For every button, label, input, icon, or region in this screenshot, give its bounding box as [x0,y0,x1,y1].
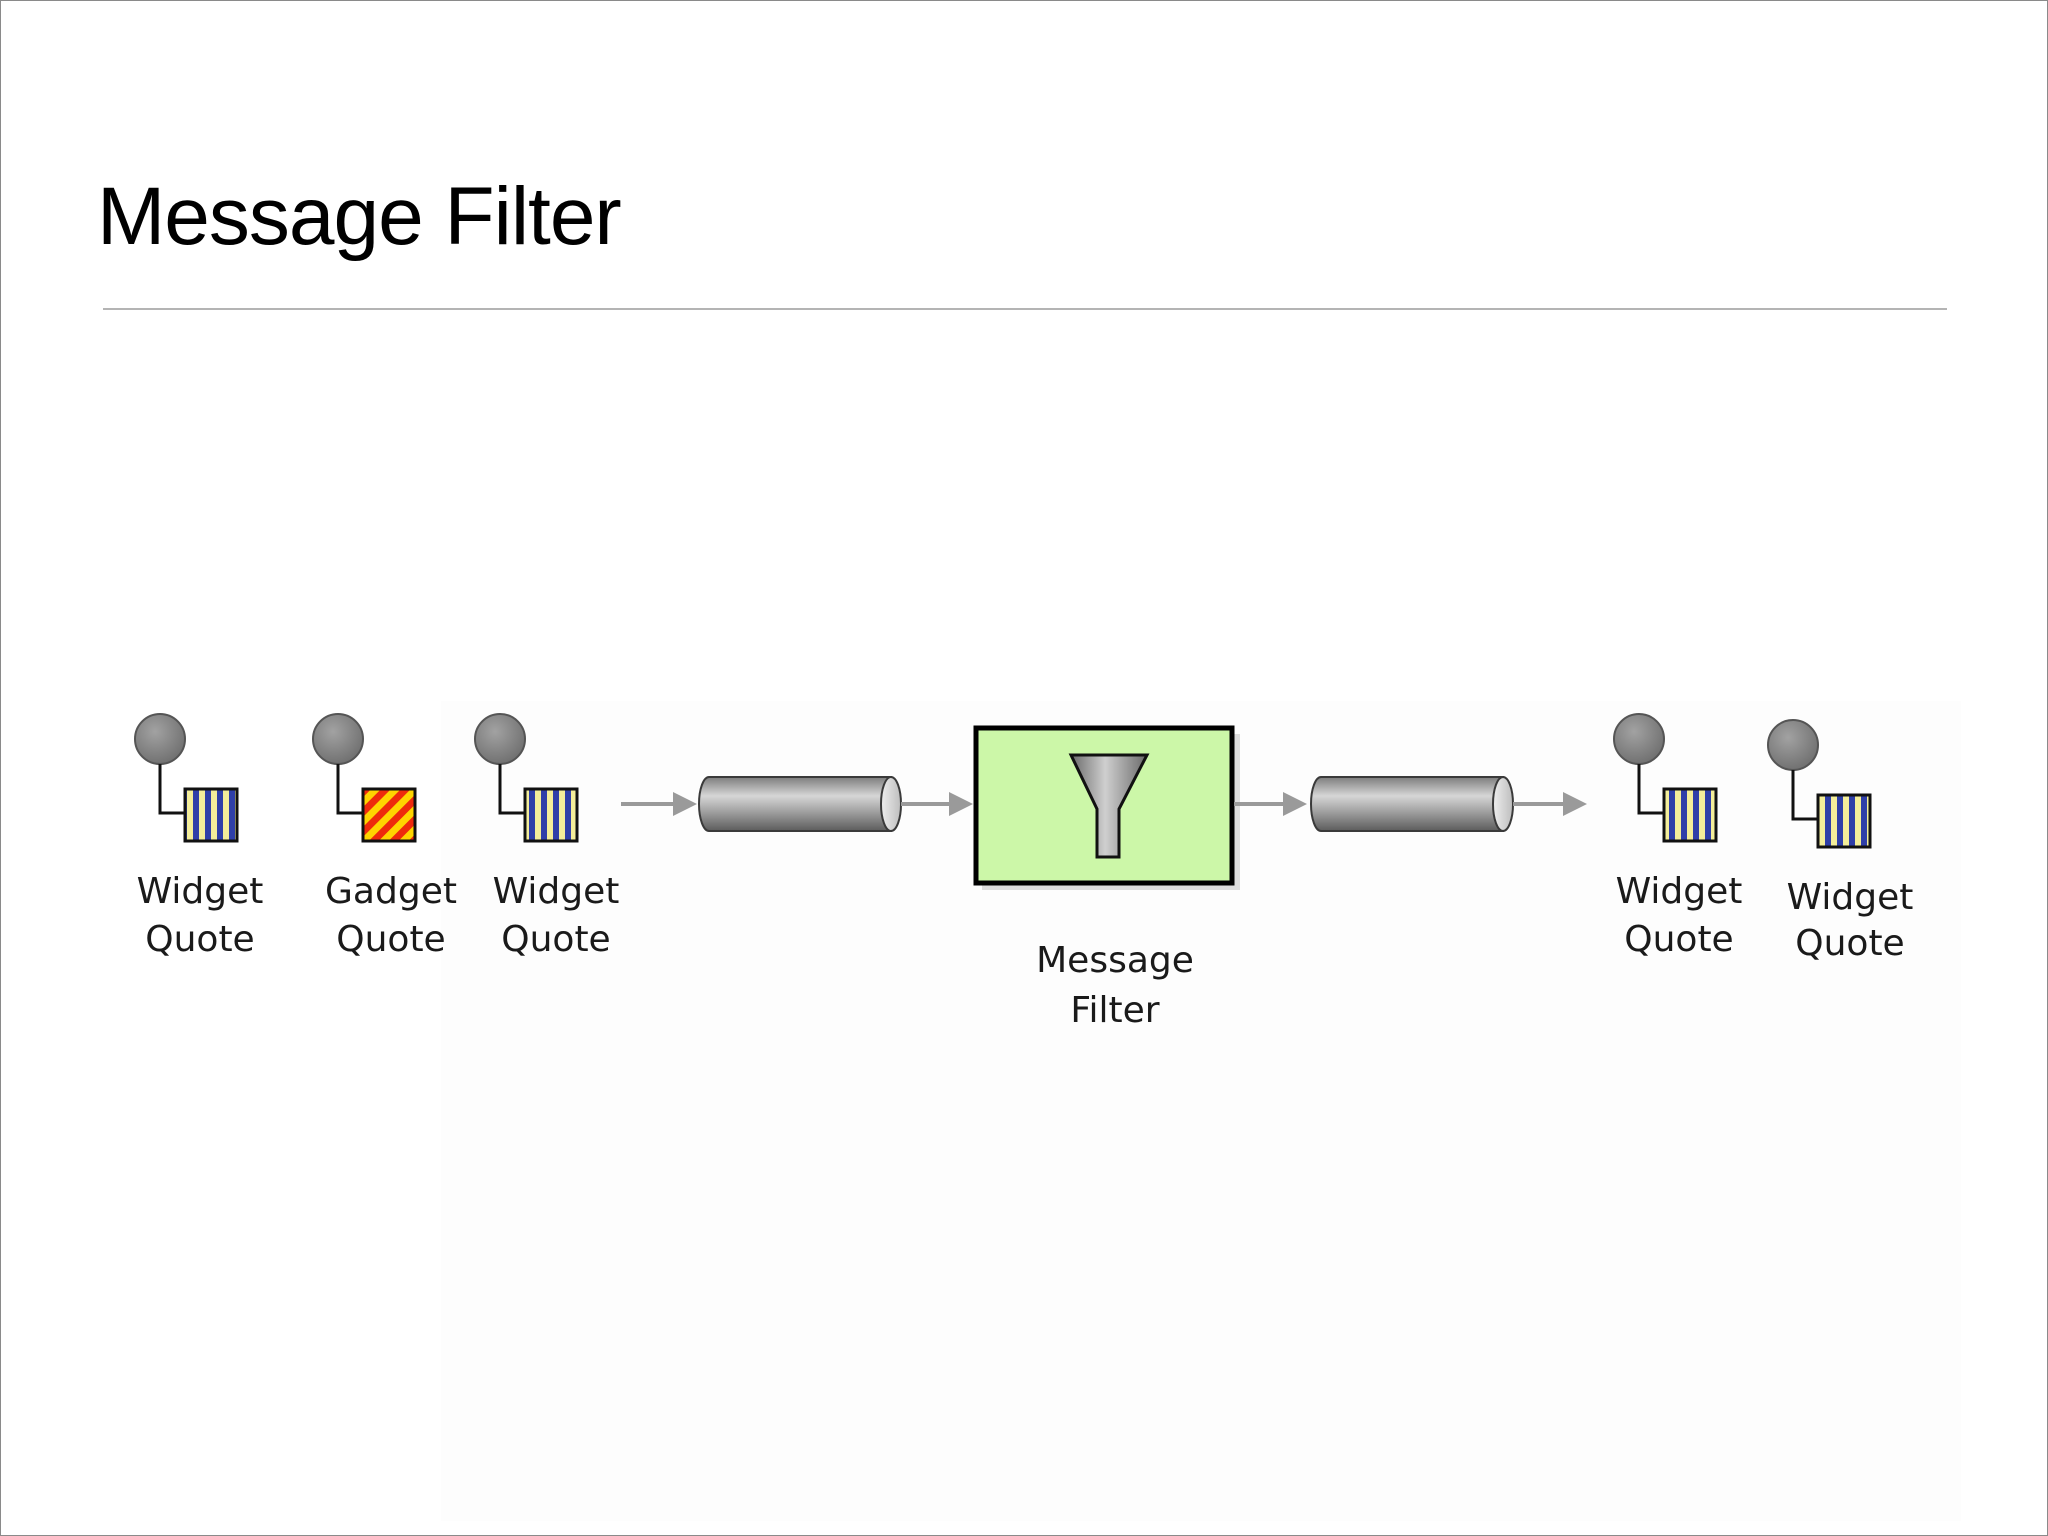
arrow-to-input-channel [621,792,697,816]
arrow-to-filter [901,792,973,816]
arrow-from-filter [1234,792,1307,816]
message-header-circle [1613,713,1665,765]
filter-label-line1: Message [1036,940,1194,981]
message-filter-component: Message Filter [973,725,1240,1031]
funnel-icon [1068,753,1150,859]
message-connector [1791,770,1818,821]
output-message-1-label-line1: Widget [1616,871,1743,912]
widget-body-icon [1816,793,1872,849]
input-channel-pipe [698,776,902,832]
widget-body-icon [1662,787,1718,843]
widget-body-icon [183,787,239,843]
message-header-circle [134,713,186,765]
message-connector [336,764,363,815]
input-message-3-label-line2: Quote [501,919,610,960]
arrowhead-icon [1563,792,1587,816]
pipe-end-cap [1492,776,1514,832]
arrowhead-icon [949,792,973,816]
widget-body-icon [523,787,579,843]
arrowhead-icon [673,792,697,816]
output-message-1: Widget Quote [1613,713,1743,960]
message-connector [498,764,525,815]
arrow-from-output-channel [1513,792,1587,816]
output-message-2: Widget Quote [1767,719,1914,964]
output-message-2-label-line1: Widget [1787,877,1914,918]
input-message-1: Widget Quote [134,713,264,960]
output-message-1-label-line2: Quote [1624,919,1733,960]
input-message-2-label-line2: Quote [336,919,445,960]
message-header-circle [312,713,364,765]
input-message-1-label-line2: Quote [145,919,254,960]
input-message-2: Gadget Quote [312,713,457,960]
slide-title: Message Filter [97,171,622,262]
filter-label-line2: Filter [1070,990,1159,1031]
message-connector [1637,764,1664,815]
input-message-1-label-line1: Widget [137,871,264,912]
input-message-2-label-line1: Gadget [325,871,457,912]
arrowhead-icon [1283,792,1307,816]
message-connector [158,764,185,815]
input-message-3: Widget Quote [474,713,620,960]
output-channel-pipe [1310,776,1514,832]
message-header-circle [1767,719,1819,771]
output-message-2-label-line2: Quote [1795,923,1904,964]
gadget-body-icon [361,787,417,843]
title-divider [103,308,1947,310]
message-header-circle [474,713,526,765]
pipe-end-cap [880,776,902,832]
input-message-3-label-line1: Widget [493,871,620,912]
